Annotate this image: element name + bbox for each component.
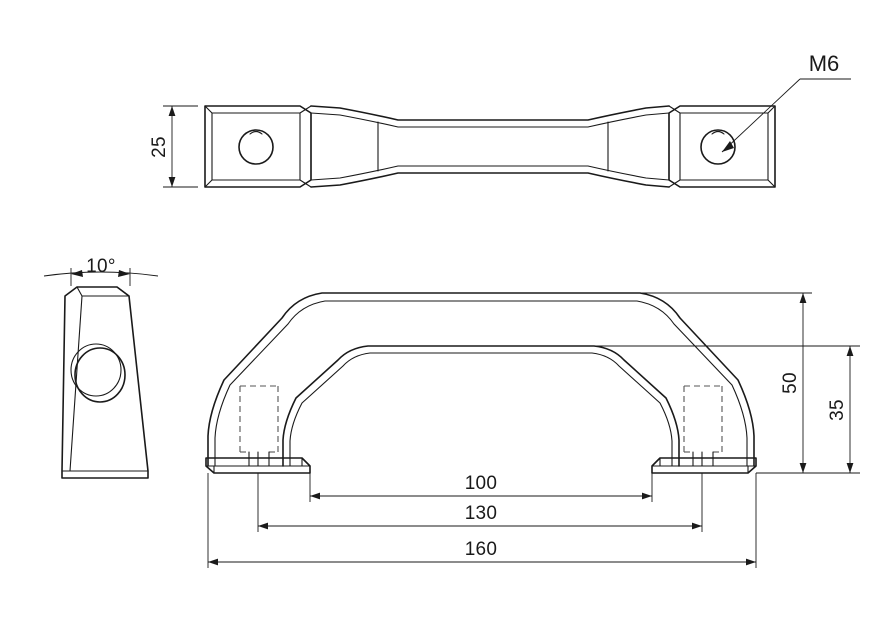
dimension-100: 100 (309, 473, 653, 502)
front-view-outer-profile (207, 292, 755, 467)
top-view-left-block (204, 105, 312, 188)
dimension-160: 160 (207, 473, 757, 568)
front-view-left-foot (205, 385, 311, 474)
front-view-right-foot (651, 385, 757, 474)
dimension-100-text: 100 (465, 473, 498, 494)
dimension-50: 50 (640, 292, 812, 474)
dimension-25-text: 25 (149, 136, 170, 158)
front-view-inner-profile (282, 345, 680, 467)
dimension-25: 25 (149, 105, 198, 188)
dimension-35-text: 35 (827, 399, 848, 421)
top-view-right-block (668, 105, 776, 188)
side-view-group: 10° (43, 256, 159, 479)
top-view-center-bar (310, 105, 670, 188)
dimension-35: 35 (594, 345, 860, 474)
dimension-50-text: 50 (780, 372, 801, 394)
dimension-130-text: 130 (465, 503, 498, 524)
dimension-10-degree-text: 10° (86, 256, 116, 277)
thread-callout-text: M6 (809, 51, 840, 76)
front-view-inner-offset (289, 352, 673, 467)
front-view-outer-offset (214, 300, 748, 467)
side-view-hole (70, 343, 126, 403)
dimension-160-text: 160 (465, 539, 498, 560)
top-view-group: 25 M6 (149, 51, 851, 188)
dimension-130: 130 (257, 473, 703, 532)
front-view-group: 50 35 100 (205, 292, 860, 568)
thread-callout-m6: M6 (721, 51, 851, 153)
side-view-outline (61, 286, 149, 479)
dimension-10-degree: 10° (43, 256, 159, 286)
